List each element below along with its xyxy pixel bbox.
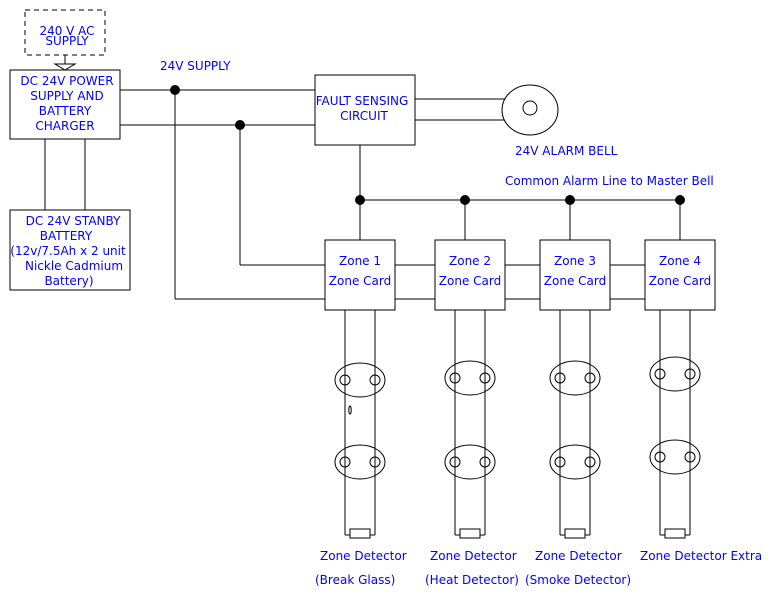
detector-icon xyxy=(649,439,701,475)
svg-text:Battery): Battery) xyxy=(44,274,93,288)
supply-label: 24V SUPPLY xyxy=(160,59,231,73)
alarm-bell-icon xyxy=(501,84,559,136)
end-resistor xyxy=(459,528,481,539)
svg-text:BATTERY: BATTERY xyxy=(40,229,93,243)
detector-icon xyxy=(444,360,496,396)
ac-supply-block: 240 V AC SUPPLY xyxy=(24,9,106,56)
svg-text:(12v/7.5Ah x 2 unit: (12v/7.5Ah x 2 unit xyxy=(10,244,126,258)
svg-text:Zone 1: Zone 1 xyxy=(339,254,381,268)
detector-type-label: (Break Glass) xyxy=(315,573,395,587)
end-resistor xyxy=(564,528,586,539)
svg-text:Zone Card: Zone Card xyxy=(439,274,501,288)
svg-text:SUPPLY AND: SUPPLY AND xyxy=(30,89,104,103)
svg-text:Zone Card: Zone Card xyxy=(329,274,391,288)
detector-icon xyxy=(334,444,386,480)
svg-text:Nickle Cadmium: Nickle Cadmium xyxy=(25,259,123,273)
junction-dot xyxy=(170,85,180,95)
zone-card: Zone 2 Zone Card xyxy=(434,239,506,311)
svg-text:FAULT SENSING: FAULT SENSING xyxy=(316,94,409,108)
svg-text:Zone 2: Zone 2 xyxy=(449,254,491,268)
power-supply-block: DC 24V POWER SUPPLY AND BATTERY CHARGER xyxy=(9,69,121,140)
bell-label: 24V ALARM BELL xyxy=(515,144,618,158)
battery-block: DC 24V STANBY BATTERY (12v/7.5Ah x 2 uni… xyxy=(9,209,131,291)
svg-text:240 V AC: 240 V AC xyxy=(39,24,94,38)
svg-text:DC 24V STANBY: DC 24V STANBY xyxy=(26,214,122,228)
zone-card: Zone 4 Zone Card xyxy=(644,239,716,311)
detector-icon xyxy=(649,356,701,392)
zone-card: Zone 3 Zone Card xyxy=(539,239,611,311)
detector-label: Zone Detector xyxy=(320,549,407,563)
detector-icon xyxy=(549,444,601,480)
svg-text:Zone Card: Zone Card xyxy=(544,274,606,288)
end-resistor xyxy=(349,528,371,539)
detector-label: Zone Detector xyxy=(535,549,622,563)
junction-dot xyxy=(235,120,245,130)
detector-label: Zone Detector xyxy=(430,549,517,563)
svg-text:BATTERY: BATTERY xyxy=(39,104,92,118)
svg-text:SUPPLY: SUPPLY xyxy=(45,34,89,48)
fault-sensing-block: FAULT SENSING CIRCUIT xyxy=(314,74,416,146)
detector-type-label: (Heat Detector) xyxy=(425,573,519,587)
svg-text:CIRCUIT: CIRCUIT xyxy=(340,109,388,123)
svg-text:CHARGER: CHARGER xyxy=(35,119,94,133)
svg-text:DC 24V POWER: DC 24V POWER xyxy=(20,74,113,88)
detector-icon xyxy=(444,444,496,480)
detector-type-label: (Smoke Detector) xyxy=(525,573,631,587)
detector-icon xyxy=(334,362,386,398)
svg-text:Zone Card: Zone Card xyxy=(649,274,711,288)
zone-card: Zone 1 Zone Card xyxy=(324,239,396,311)
arrow-icon xyxy=(53,55,77,71)
svg-text:Zone 3: Zone 3 xyxy=(554,254,596,268)
detector-icon xyxy=(549,360,601,396)
common-line-label: Common Alarm Line to Master Bell xyxy=(505,174,714,188)
detector-label: Zone Detector Extra xyxy=(640,549,762,563)
end-resistor xyxy=(664,528,686,539)
svg-text:Zone 4: Zone 4 xyxy=(659,254,701,268)
